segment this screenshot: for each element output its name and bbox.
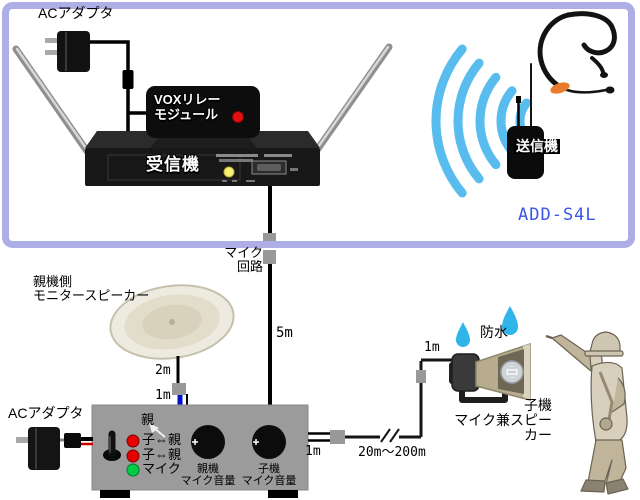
vox-module-label: VOXリレー モジュール	[154, 92, 221, 122]
led2-label: 子⇔親	[142, 447, 182, 462]
vox-relay-module	[146, 86, 260, 148]
toggle-switch	[103, 430, 121, 461]
led3-label: マイク	[142, 461, 181, 476]
knob-child-label: 子機 マイク音量	[241, 463, 297, 487]
receiver-label: 受信機	[146, 155, 200, 174]
headset-mic-icon	[530, 11, 617, 127]
parent-pointer-arrow	[149, 423, 166, 438]
model-number: ADD-S4L	[518, 205, 597, 225]
knob-parent-volume	[191, 425, 225, 459]
transmitter-label: 送信機	[514, 138, 560, 155]
ac-adapter-bottom-label: ACアダプタ	[8, 405, 84, 421]
cable-1m-left-label: 1m	[155, 388, 171, 403]
led-parent-child-1	[126, 434, 140, 448]
amp-box	[91, 404, 309, 498]
waterproof-label: 防水	[480, 324, 508, 340]
vox-led	[232, 111, 244, 123]
ac-adapter-bottom	[16, 427, 93, 470]
led-mic	[126, 463, 140, 477]
knob-child-volume	[252, 425, 286, 459]
cable-1m-right-label: 1m	[305, 444, 321, 459]
knob-parent-label: 親機 マイク音量	[180, 463, 236, 487]
system-frame	[2, 2, 635, 248]
horn-speaker	[449, 342, 531, 403]
remote-cable	[308, 358, 456, 444]
cable-5m-label: 5m	[276, 325, 293, 341]
cable-long-label: 20m〜200m	[358, 445, 426, 460]
water-drop-icons	[456, 306, 518, 347]
worker-illustration	[545, 331, 629, 495]
parent-pointer-label: 親	[141, 412, 155, 427]
led-parent-child-2	[126, 449, 140, 463]
cable-1m-horn-label: 1m	[424, 340, 440, 355]
cable-2m-label: 2m	[155, 363, 171, 378]
monitor-speaker-cable	[172, 356, 188, 406]
ac-adapter-top	[45, 31, 147, 135]
mic-circuit-label: マイク 回路	[224, 245, 263, 275]
led1-label: 子⇔親	[142, 432, 182, 447]
child-unit-label: 子機 マイク兼スピーカー	[454, 397, 552, 444]
monitor-speaker	[109, 284, 235, 360]
ac-adapter-top-label: ACアダプタ	[38, 5, 114, 21]
mic-circuit-cable	[263, 186, 276, 406]
monitor-speaker-label: 親機側 モニタースピーカー	[33, 274, 150, 304]
